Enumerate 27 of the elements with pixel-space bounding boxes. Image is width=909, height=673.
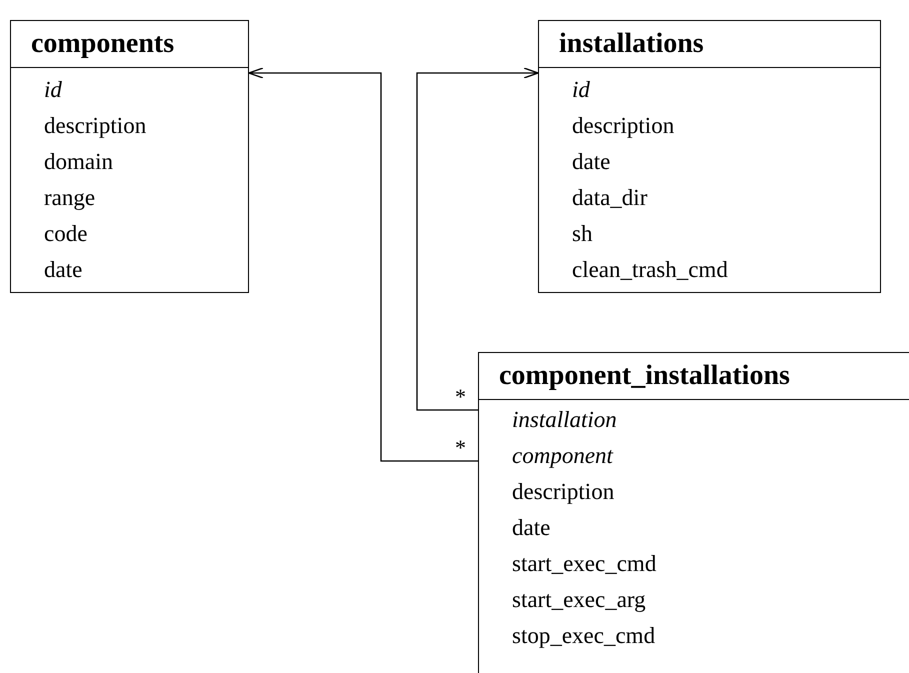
field-name: date: [511, 514, 552, 542]
field-name: component: [511, 442, 614, 470]
field-name: installation: [511, 406, 618, 434]
field-name: stop_exec_cmd: [511, 622, 656, 650]
field-name: code: [43, 220, 88, 248]
connector-arrow: [416, 67, 539, 411]
table-box: [10, 20, 249, 293]
field-name: id: [571, 76, 591, 104]
field-name: id: [43, 76, 63, 104]
field-name: domain: [43, 148, 114, 176]
table-title: component_installations: [479, 353, 909, 400]
table-title: installations: [539, 21, 880, 68]
field-name: start_exec_cmd: [511, 550, 658, 578]
connector-arrow: [248, 67, 478, 462]
table-box: [478, 352, 909, 673]
field-name: description: [511, 478, 616, 506]
field-name: data_dir: [571, 184, 648, 212]
table-title: components: [11, 21, 248, 68]
field-name: description: [43, 112, 148, 140]
field-name: sh: [571, 220, 594, 248]
table-box: [538, 20, 881, 293]
field-name: clean_trash_cmd: [571, 256, 729, 284]
field-name: start_exec_arg: [511, 586, 647, 614]
field-name: range: [43, 184, 96, 212]
field-name: date: [43, 256, 84, 284]
field-name: description: [571, 112, 676, 140]
field-name: date: [571, 148, 612, 176]
